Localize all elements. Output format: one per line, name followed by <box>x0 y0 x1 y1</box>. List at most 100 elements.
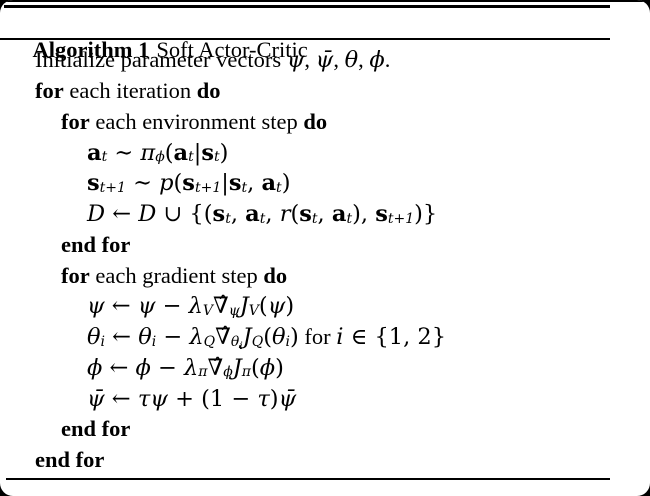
math-text: ( <box>251 354 260 381</box>
math-text: ψ <box>267 293 286 320</box>
math-text: ( <box>290 201 300 228</box>
math-text: ∇̂ <box>213 293 229 320</box>
math-text: i <box>336 324 344 351</box>
math-text: ( <box>263 324 272 351</box>
pseudocode-line: ψ̄ ← τψ + (1 − τ)ψ̄ <box>0 383 650 414</box>
math-text: each iteration <box>63 78 197 104</box>
math-text: | <box>193 139 202 166</box>
math-text: ( <box>173 170 183 197</box>
math-text: θ <box>138 324 152 351</box>
math-text: ∼ <box>107 139 141 166</box>
math-text: ) <box>275 354 284 381</box>
math-text: θ <box>230 333 240 350</box>
math-text: ∇̂ <box>207 354 224 381</box>
math-text: s <box>87 170 100 197</box>
math-text: p <box>159 170 174 197</box>
pseudocode-line: end for <box>0 414 650 445</box>
math-text: , <box>358 47 370 73</box>
math-text: λ <box>188 293 203 320</box>
math-text: i <box>151 333 157 350</box>
math-text: a <box>331 201 347 228</box>
math-text: t <box>311 210 318 227</box>
math-text: Q <box>251 333 264 350</box>
math-text: V <box>248 302 259 319</box>
pseudocode-line: end for <box>0 445 650 476</box>
algorithm-label: Algorithm 1 <box>32 37 150 62</box>
math-text: ← <box>104 385 138 412</box>
math-text: ← <box>102 354 136 381</box>
pseudocode: Initialize parameter vectors ψ, ψ̄, θ, ϕ… <box>0 42 650 476</box>
math-text: ψ <box>87 293 105 320</box>
math-text: ψ <box>228 302 240 319</box>
math-text: τψ <box>137 385 168 412</box>
math-text: ψ <box>286 47 305 74</box>
math-text: a <box>245 201 260 228</box>
math-text: ψ <box>137 293 156 320</box>
math-text: each gradient step <box>89 262 264 288</box>
keyword-text: end for <box>61 416 131 442</box>
math-text: )} <box>414 201 438 228</box>
keyword-text: for <box>35 78 64 104</box>
keyword-text: for <box>61 262 90 288</box>
algorithm-bottom-rule <box>6 478 610 480</box>
math-text: ϕ <box>155 149 165 165</box>
math-text: ψ̄ <box>315 47 334 74</box>
pseudocode-line: for each gradient step do <box>0 260 650 291</box>
math-text: θ <box>271 324 286 351</box>
math-text: θ <box>344 47 359 74</box>
math-text: − <box>156 324 190 351</box>
math-text: J <box>232 354 242 381</box>
math-text: i <box>285 333 290 350</box>
math-text: s <box>182 170 195 197</box>
math-text: θ <box>87 324 101 351</box>
keyword-text: for <box>61 108 90 134</box>
keyword-text: do <box>263 262 288 288</box>
math-text: i <box>100 333 106 350</box>
math-text: + (1 − <box>167 385 258 412</box>
math-text: t <box>259 210 266 227</box>
math-text: − <box>155 293 189 320</box>
math-text: J <box>239 293 249 320</box>
math-text: ) <box>290 324 299 351</box>
algorithm-title: Soft Actor-Critic <box>156 37 308 62</box>
math-text: t <box>225 210 231 227</box>
math-text: π <box>241 364 251 381</box>
math-text: t <box>241 179 248 196</box>
math-text: , <box>333 47 345 73</box>
math-text: ϕ <box>223 364 233 381</box>
math-text: ∼ <box>125 170 160 197</box>
math-text: t <box>101 149 108 165</box>
math-text: s <box>201 139 215 166</box>
algorithm-mid-rule <box>0 38 610 40</box>
math-text: , <box>230 201 246 228</box>
math-text: ), <box>352 201 376 228</box>
math-text: a <box>173 139 189 166</box>
math-text: ) <box>219 139 229 166</box>
keyword-text: do <box>196 78 221 104</box>
math-text: ( <box>164 139 174 166</box>
math-text: for <box>298 324 337 350</box>
math-text: Q <box>203 333 216 350</box>
math-text: . <box>384 47 391 73</box>
math-text: ∪ {( <box>156 201 213 228</box>
math-text: Initialize parameter vectors <box>35 47 287 73</box>
math-text: t+1 <box>99 179 126 196</box>
keyword-text: end for <box>35 447 105 473</box>
math-text: , <box>265 201 280 228</box>
math-text: λ <box>189 324 204 351</box>
math-text: r <box>279 201 291 228</box>
math-text: t+1 <box>194 179 222 196</box>
math-text: t <box>188 149 194 165</box>
math-text: J <box>242 324 252 351</box>
math-text: ← <box>104 293 138 320</box>
math-text: s <box>212 201 226 228</box>
math-text: ψ̄ <box>87 385 105 412</box>
math-text: each environment step <box>89 108 304 134</box>
pseudocode-line: for each iteration do <box>0 76 650 107</box>
math-text: V <box>202 302 214 319</box>
